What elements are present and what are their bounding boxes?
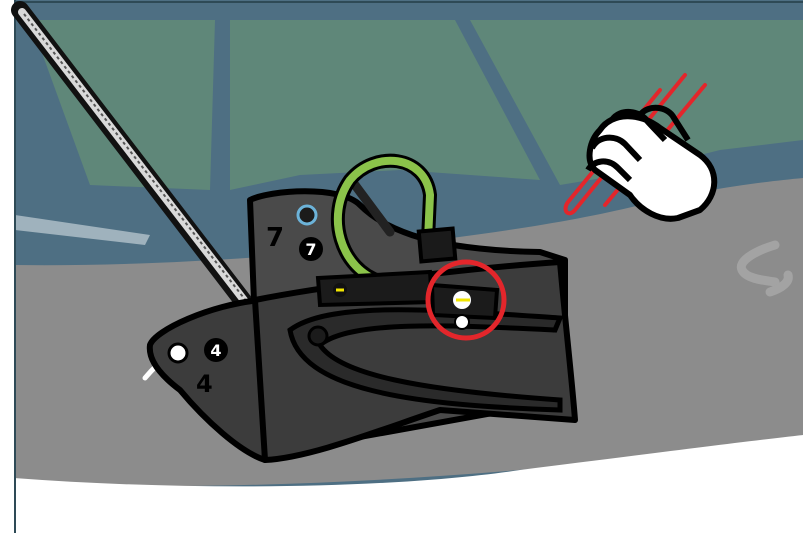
dark-rod — [350, 180, 395, 237]
light-streak — [15, 215, 150, 245]
brand-swoosh-icon — [736, 240, 793, 297]
device-left-wing — [146, 297, 268, 463]
label-upper-badge: 7 — [299, 237, 323, 261]
screw-left — [333, 283, 347, 297]
screw-right — [453, 291, 471, 330]
background-panels — [30, 20, 803, 190]
device-holes — [167, 204, 329, 364]
tap-hand-icon — [585, 104, 718, 222]
highlight-circle — [425, 259, 507, 341]
blank-area — [14, 488, 803, 533]
cable — [11, 1, 259, 319]
label-upper-number: 7 — [266, 223, 284, 253]
clamp-block-top — [416, 226, 458, 264]
svg-text:4: 4 — [210, 341, 221, 360]
label-lower-number: 4 — [196, 370, 213, 398]
label-lower-badge: 4 — [204, 338, 228, 362]
svg-text:7: 7 — [305, 240, 316, 259]
